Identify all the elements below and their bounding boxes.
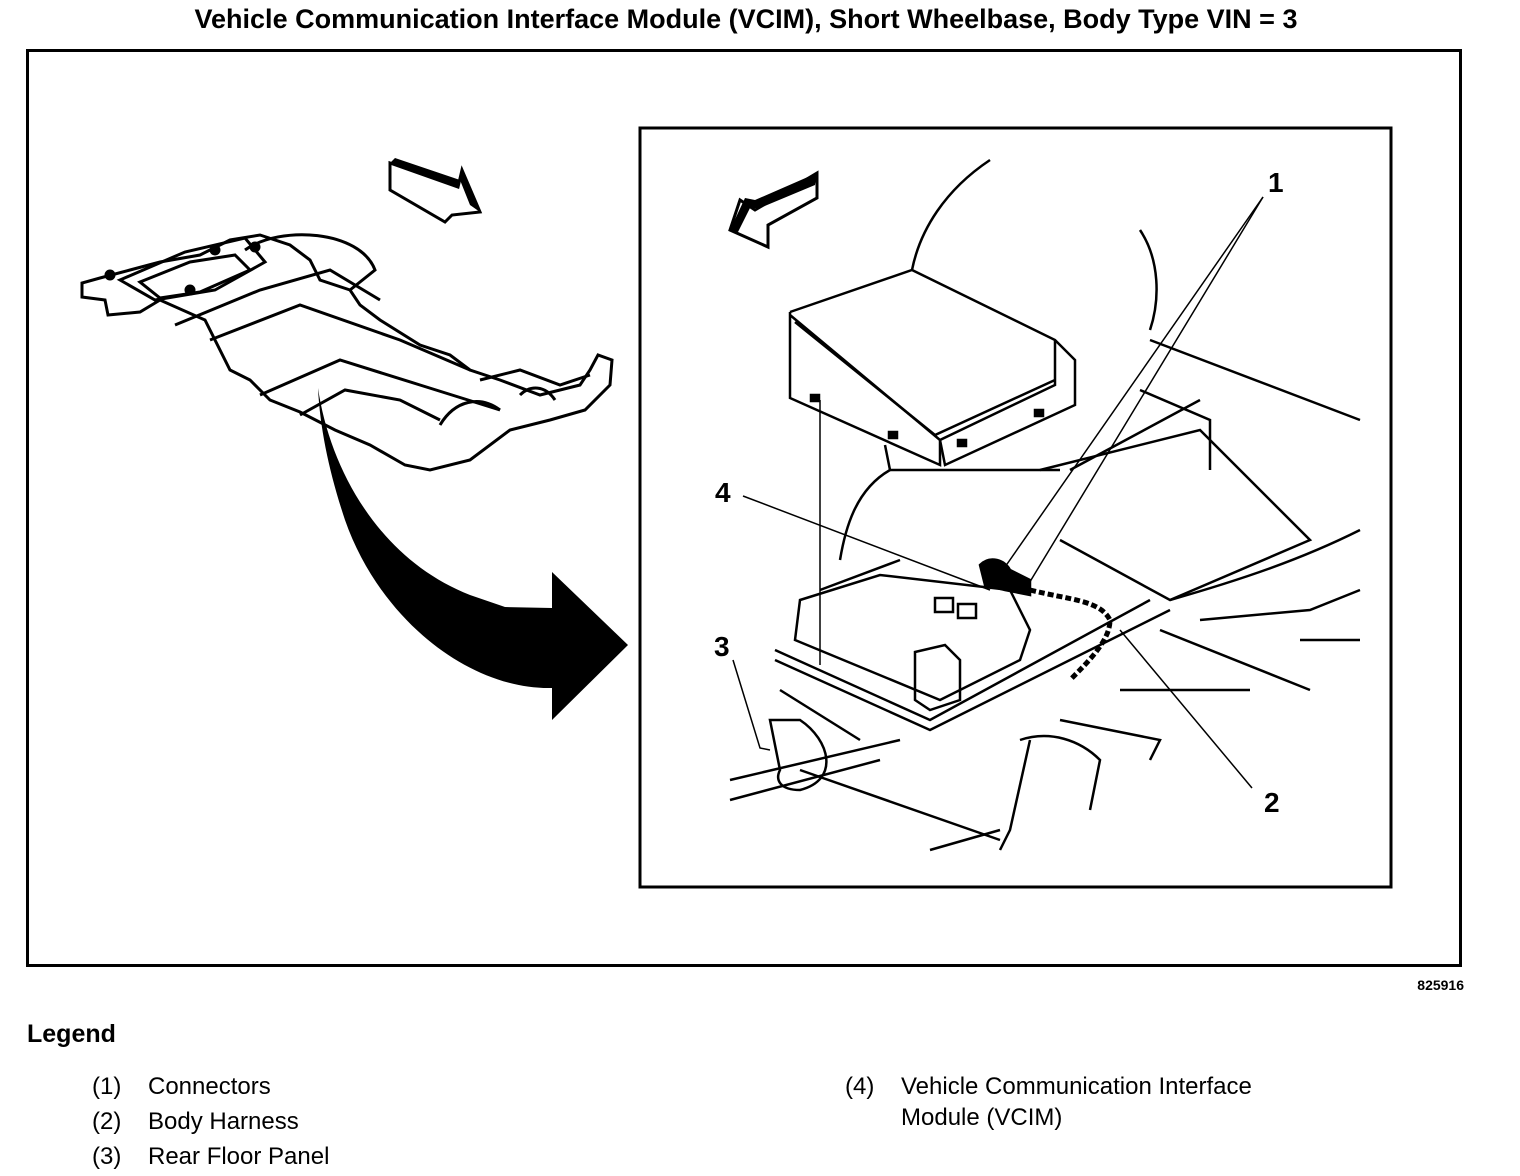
callout-3: 3	[714, 631, 730, 662]
legend-item-number: (4)	[845, 1073, 875, 1100]
detail-view-frame	[638, 126, 1393, 889]
figure-number: 825916	[1417, 977, 1464, 993]
floor-pan-overview	[80, 233, 614, 472]
arrow-left-down-icon	[728, 170, 819, 250]
callout-2: 2	[1264, 787, 1280, 818]
legend-item-number: (3)	[92, 1143, 122, 1170]
vcim-detail-illustration	[729, 158, 1361, 852]
curved-arrow-right-icon	[318, 388, 628, 720]
legend-item-label: Connectors	[148, 1073, 271, 1100]
legend-item-label: Rear Floor Panel	[148, 1143, 330, 1170]
legend-item-label: Body Harness	[148, 1108, 299, 1135]
legend-item-label-continued: Module (VCIM)	[901, 1104, 1063, 1131]
arrow-right-down-icon	[388, 158, 483, 224]
legend-item-number: (1)	[92, 1073, 122, 1100]
legend-item-label: Vehicle Communication Interface	[901, 1073, 1252, 1100]
legend-item-number: (2)	[92, 1108, 122, 1135]
callout-1: 1	[1268, 167, 1284, 198]
diagram-title: Vehicle Communication Interface Module (…	[194, 4, 1298, 34]
diagram-frame	[26, 49, 1462, 967]
callout-4: 4	[715, 477, 731, 508]
legend-heading: Legend	[27, 1020, 116, 1048]
